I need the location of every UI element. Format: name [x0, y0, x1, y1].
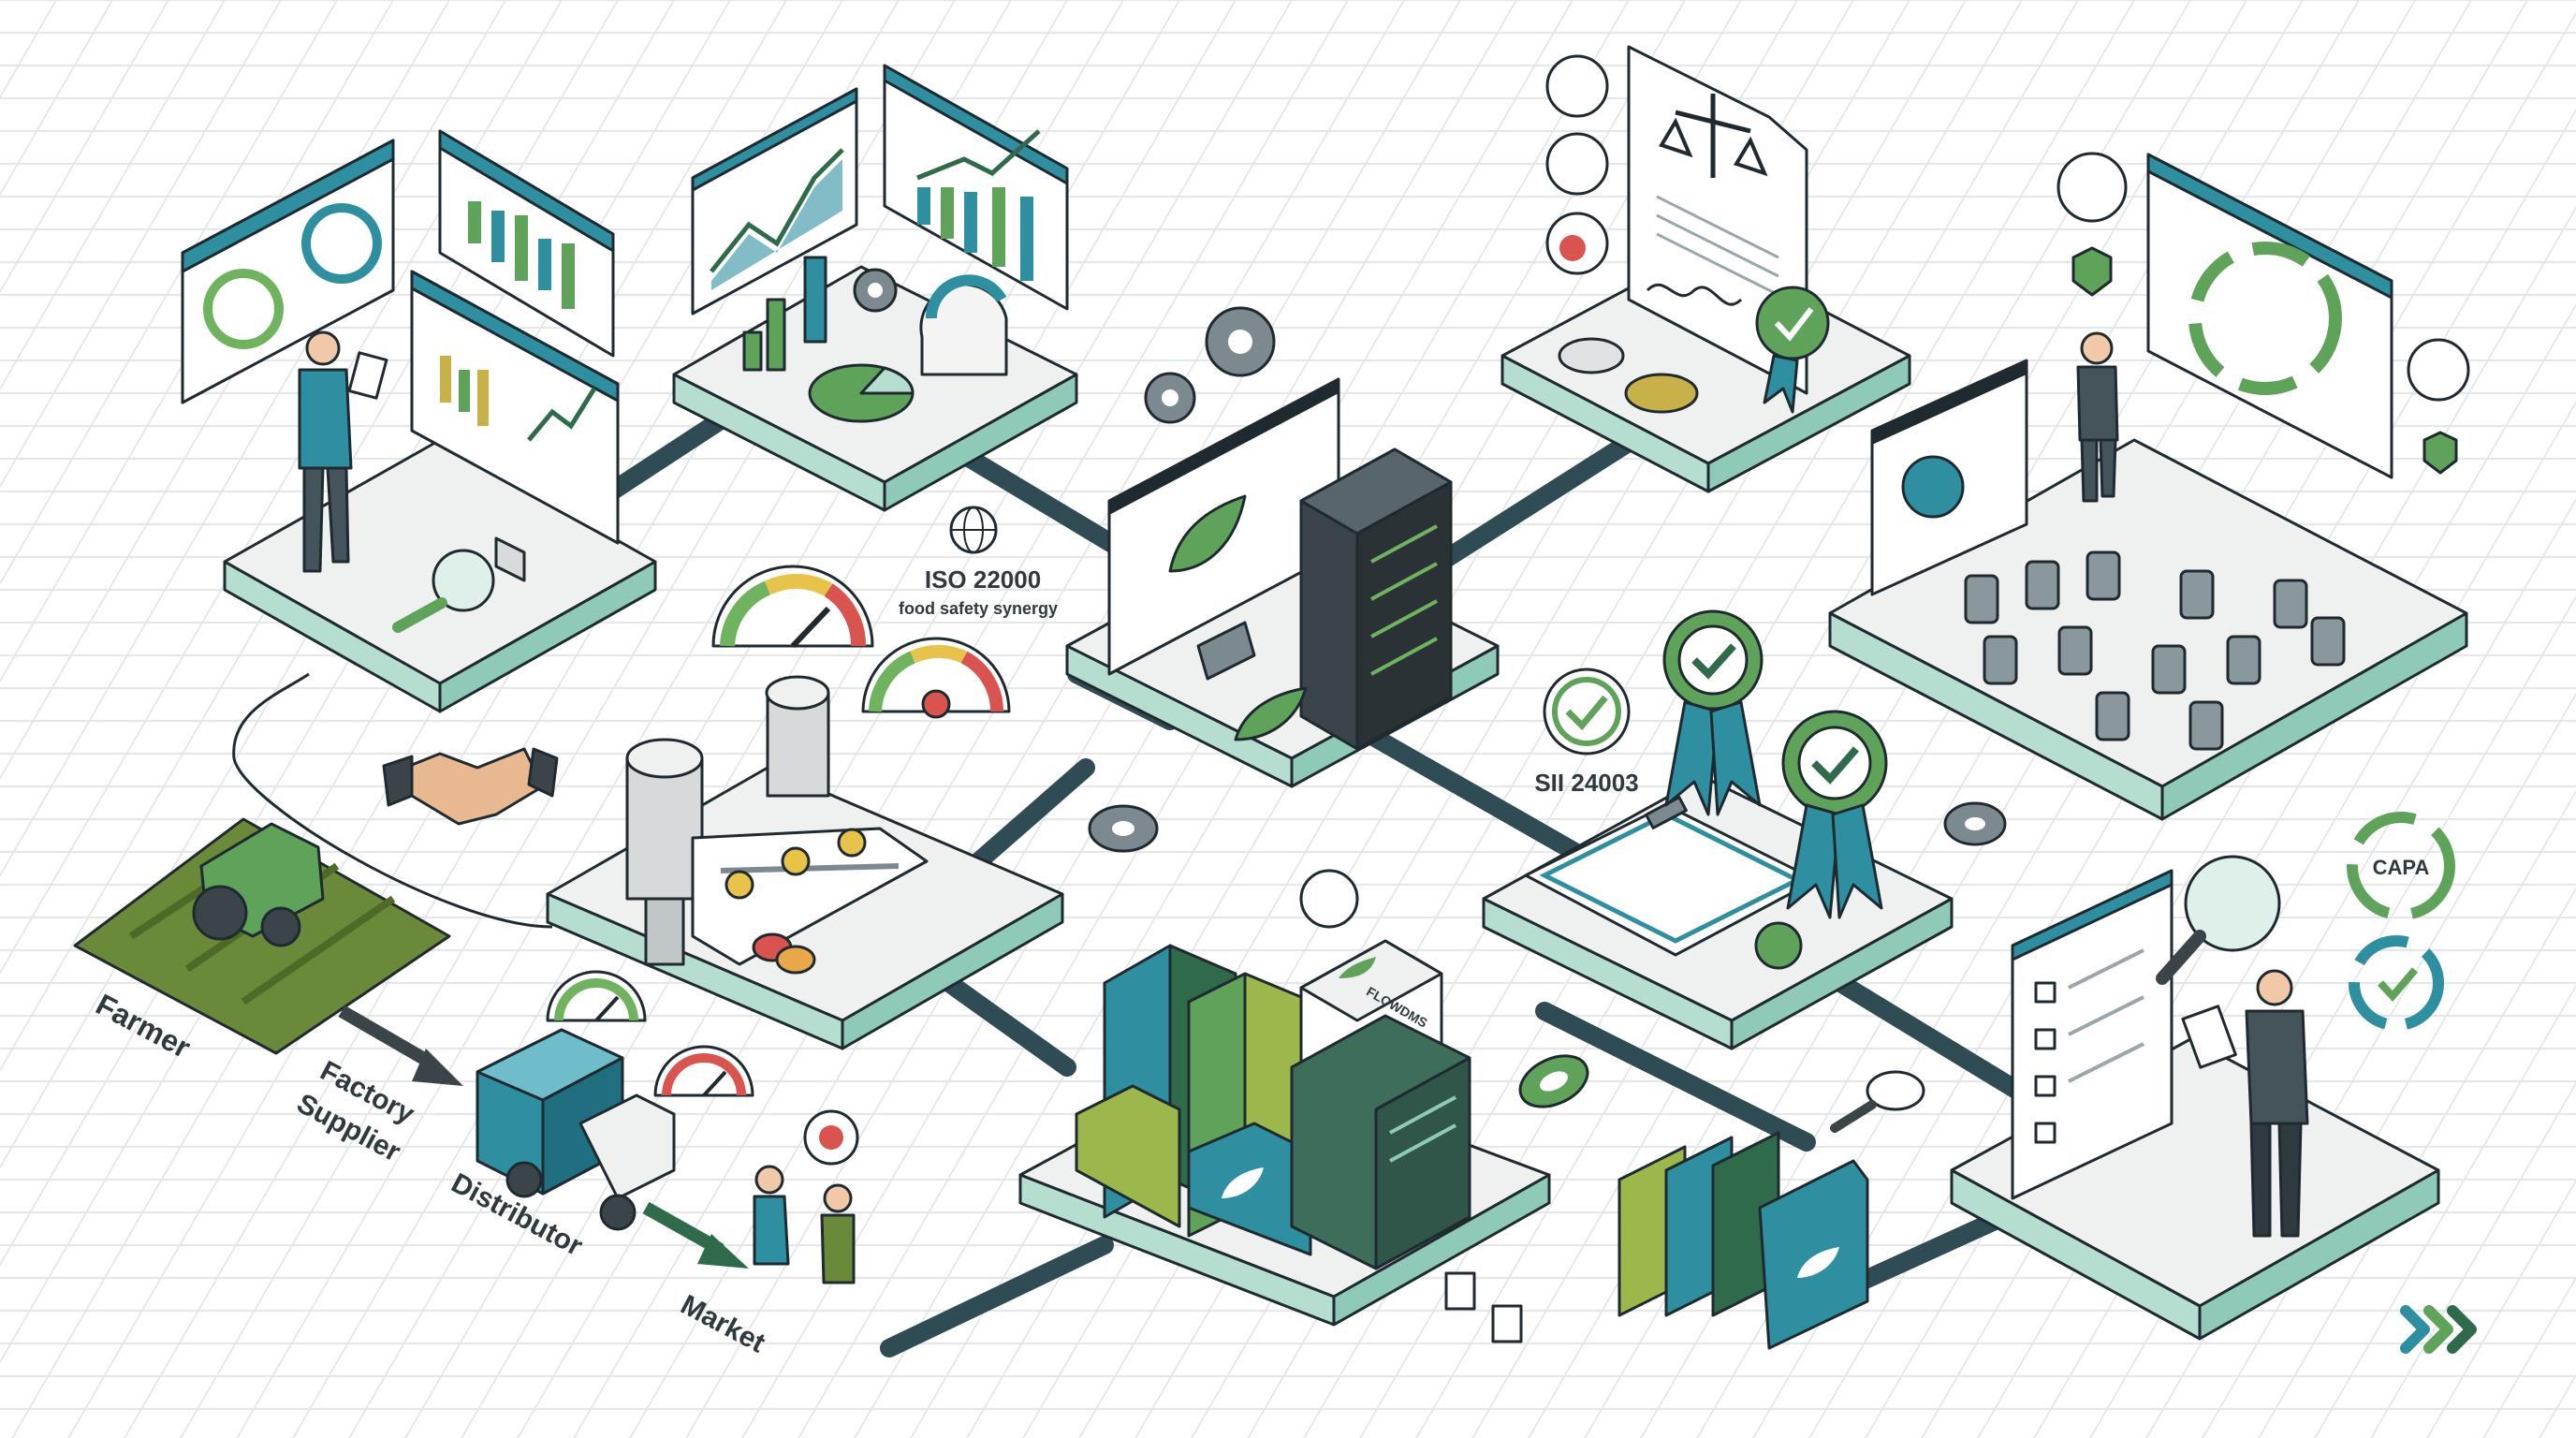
document-check-icon — [1444, 1271, 1476, 1311]
magnifier-icon — [392, 549, 495, 633]
silo — [625, 738, 704, 966]
gear-icon — [1943, 801, 2007, 846]
presenter-figure — [2076, 331, 2119, 503]
apple-icon — [921, 689, 951, 719]
handshake-icon — [382, 747, 559, 826]
platform-documents: FLOWDMS — [1018, 869, 1551, 1327]
cycle-icon — [2349, 935, 2444, 1031]
check-icon — [1691, 643, 1736, 680]
gauge-icon — [653, 1045, 754, 1097]
platform-factory — [546, 675, 1064, 1050]
capa-title: CAPA — [2373, 856, 2430, 879]
analytics-monitor — [410, 270, 620, 582]
gear-icon — [1624, 373, 1699, 414]
hand-heart-icon — [1545, 132, 1609, 196]
market-people — [753, 1109, 859, 1284]
check-icon — [1565, 695, 1608, 731]
platform-reports — [672, 64, 1078, 512]
iso-badge: ISO 22000 food safety synergy — [899, 506, 1058, 618]
capa-badge: CAPA — [2347, 812, 2455, 920]
link-icon — [1518, 1054, 1589, 1108]
refresh-icon — [1299, 869, 1359, 929]
leaf-icon — [1222, 1167, 1264, 1198]
chevron-arrows-icon — [2400, 1305, 2477, 1354]
folder-stack — [1617, 1131, 1869, 1350]
gear-icon — [1205, 306, 1276, 377]
flow-arrow — [232, 672, 553, 929]
gauge-dashboard-panel — [181, 139, 395, 404]
server-cabinet — [1290, 1014, 1471, 1270]
tractor-icon — [192, 822, 325, 947]
gauge-icon — [861, 637, 1011, 719]
leaf-icon — [1339, 957, 1376, 978]
seal-ribbon-icon — [1755, 286, 1830, 414]
check-icon — [2378, 967, 2419, 1003]
folder-icon — [1075, 1084, 1312, 1256]
line-chart-screen — [691, 87, 858, 315]
platform-audit — [1950, 855, 2440, 1341]
sii-title: SII 24003 — [1534, 769, 1638, 797]
conveyor-belt — [691, 827, 929, 966]
leaf-icon — [1168, 494, 1247, 573]
fruit-icon — [2407, 338, 2470, 402]
seal-icon — [1754, 921, 1803, 970]
workstation-monitor — [1107, 377, 1340, 681]
shield-icon — [2422, 431, 2458, 475]
scale-icon — [2056, 152, 2128, 223]
tomato-icon — [775, 945, 816, 975]
cycle-icon — [2188, 242, 2342, 395]
platform-compliance-docs — [1500, 45, 1911, 493]
document-check-icon — [1491, 1304, 1523, 1343]
server-rack — [1299, 448, 1453, 751]
sii-badge: SII 24003 — [1534, 668, 1639, 797]
pie-chart-icon — [1901, 455, 1965, 519]
trainee-seats — [1964, 550, 2346, 751]
leaf-icon — [1797, 1247, 1839, 1278]
presentation-screen — [1870, 359, 2028, 596]
process-cycle-panel — [2146, 153, 2393, 479]
gauge-icon — [711, 565, 874, 649]
platform-certification — [1482, 775, 1954, 1050]
gear-icon — [1088, 804, 1159, 853]
shield-icon — [2071, 246, 2113, 297]
scale-icon — [1659, 94, 1768, 178]
delivery-truck — [476, 1028, 676, 1231]
platform-training — [1828, 152, 2470, 821]
scale-icon — [1545, 54, 1609, 118]
gauge-icon — [919, 274, 1008, 376]
pie-chart-icon — [808, 363, 915, 423]
award-ribbon-icon — [1662, 609, 1764, 816]
analyst-figure — [298, 330, 388, 573]
trend-chart-screen — [883, 64, 1069, 311]
audit-checklist — [2011, 869, 2174, 1200]
magnifier-icon — [1830, 1070, 1925, 1133]
iso-subtitle: food safety synergy — [899, 599, 1058, 618]
farm-field — [73, 817, 451, 1055]
gauge-icon — [546, 970, 647, 1022]
silo — [765, 675, 830, 798]
iso-title: ISO 22000 — [925, 565, 1041, 594]
gear-icon — [1558, 337, 1625, 374]
gear-icon — [853, 268, 898, 313]
leaf-icon — [1234, 686, 1308, 741]
platform-monitoring — [181, 129, 657, 713]
award-ribbon-icon — [1781, 710, 1888, 919]
bar-chart-panel — [438, 129, 615, 358]
check-icon — [1811, 746, 1860, 785]
magnifier-icon — [2156, 855, 2281, 985]
gear-icon — [1144, 372, 1196, 424]
auditor-figure — [2181, 969, 2309, 1238]
platform-server — [1065, 306, 1500, 788]
